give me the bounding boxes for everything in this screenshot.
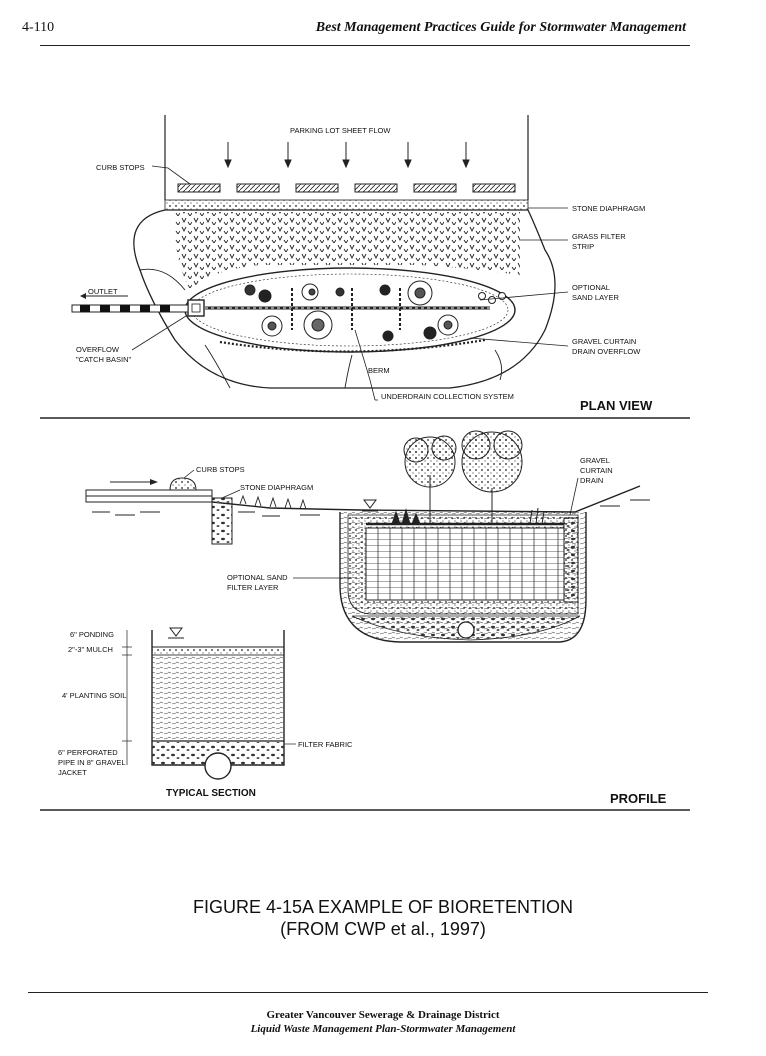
running-title: Best Management Practices Guide for Stor… [315, 20, 686, 35]
label-sand-filter: OPTIONAL SAND [227, 573, 288, 582]
label-gravel-curtain-2: DRAIN OVERFLOW [572, 347, 641, 356]
figure-caption-line1: FIGURE 4-15A EXAMPLE OF BIORETENTION [192, 897, 574, 917]
header-rule [40, 45, 690, 46]
stone-diaphragm [164, 199, 529, 211]
plan-plants [244, 280, 506, 342]
outlet-pipe [71, 293, 189, 313]
label-ponding: 6" PONDING [70, 630, 114, 639]
label-outlet: OUTLET [88, 287, 118, 296]
sheet-flow-arrows [224, 142, 470, 169]
label-optional-sand-2: SAND LAYER [572, 293, 620, 302]
label-profile-curb-stops: CURB STOPS [196, 465, 245, 474]
footer-line1: Greater Vancouver Sewerage & Drainage Di… [266, 1009, 500, 1021]
label-stone-diaphragm: STONE DIAPHRAGM [572, 204, 645, 213]
profile-trees [391, 430, 545, 525]
label-profile-drain: DRAIN [580, 476, 603, 485]
underdrain-pipe [457, 621, 475, 639]
label-planting-soil: 4' PLANTING SOIL [62, 691, 126, 700]
footer-line2: Liquid Waste Management Plan-Stormwater … [250, 1023, 516, 1035]
label-gravel-curtain: GRAVEL CURTAIN [572, 337, 636, 346]
label-overflow: OVERFLOW [76, 345, 120, 354]
label-mulch: 2"-3" MULCH [68, 645, 113, 654]
label-profile-curtain: CURTAIN [580, 466, 613, 475]
typical-section: 6" PONDING 2"-3" MULCH 4' PLANTING SOIL … [58, 627, 353, 799]
page-footer: Greater Vancouver Sewerage & Drainage Di… [0, 1008, 766, 1036]
figure-caption-line2: (FROM CWP et al., 1997) [280, 919, 486, 939]
grass-filter-strip [174, 212, 521, 290]
label-pipe-2: PIPE IN 8" GRAVEL [58, 758, 126, 767]
footer-rule [28, 992, 708, 993]
curb-stops [177, 183, 516, 193]
typical-section-title: TYPICAL SECTION [166, 788, 256, 799]
page-number: 4-110 [22, 20, 55, 35]
label-profile-stone-diaphragm: STONE DIAPHRAGM [240, 483, 313, 492]
label-grass-filter: GRASS FILTER [572, 232, 626, 241]
catch-basin [187, 299, 205, 317]
label-curb-stops: CURB STOPS [96, 163, 145, 172]
label-sand-filter-2: FILTER LAYER [227, 583, 279, 592]
label-pipe-1: 6" PERFORATED [58, 748, 118, 757]
bioretention-diagram: PARKING LOT SHEET FLOW CURB STOPS STONE … [40, 115, 690, 811]
label-sheet-flow: PARKING LOT SHEET FLOW [290, 126, 391, 135]
label-underdrain: UNDERDRAIN COLLECTION SYSTEM [381, 392, 514, 401]
section-pipe [204, 752, 232, 780]
bioretention-area [184, 267, 516, 353]
profile-title: PROFILE [610, 791, 667, 806]
plan-view: PARKING LOT SHEET FLOW CURB STOPS STONE … [71, 115, 653, 413]
label-pipe-3: JACKET [58, 768, 87, 777]
planting-soil-block [365, 527, 565, 601]
profile-view: CURB STOPS STONE DIAPHRAGM GRAVEL CURTAI… [58, 430, 667, 806]
label-filter-fabric: FILTER FABRIC [298, 740, 353, 749]
label-overflow-2: "CATCH BASIN" [76, 355, 132, 364]
label-berm: BERM [368, 366, 390, 375]
figure-caption: FIGURE 4-15A EXAMPLE OF BIORETENTION (FR… [0, 896, 766, 940]
plan-view-title: PLAN VIEW [580, 398, 653, 413]
label-optional-sand: OPTIONAL [572, 283, 610, 292]
parking-slab [85, 477, 213, 503]
label-profile-gravel: GRAVEL [580, 456, 610, 465]
label-grass-filter-2: STRIP [572, 242, 594, 251]
